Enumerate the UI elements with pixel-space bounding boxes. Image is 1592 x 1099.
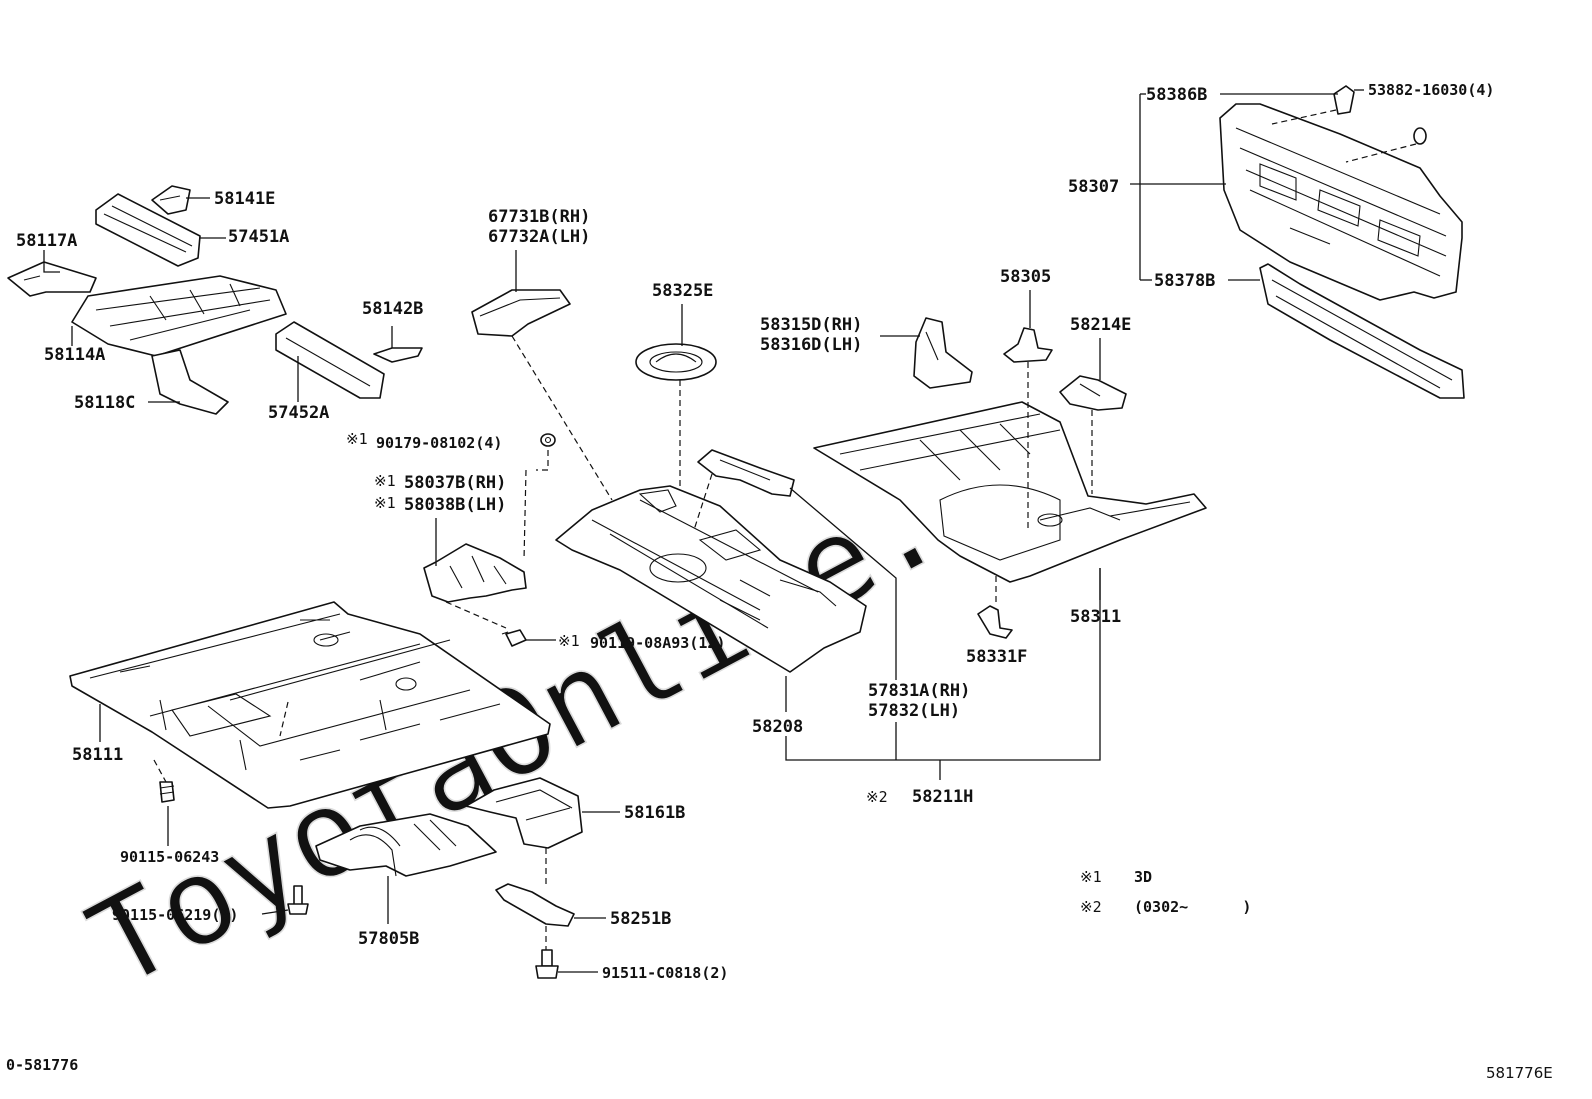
label-58111: 58111 bbox=[72, 745, 123, 765]
bracket-58117a bbox=[7, 261, 97, 297]
legend-text-1: 3D bbox=[1134, 868, 1152, 886]
clip-58386b bbox=[1333, 85, 1355, 115]
panel-58114a bbox=[71, 275, 287, 357]
nut-90179-08102 bbox=[540, 433, 556, 447]
label-57451a: 57451A bbox=[228, 227, 289, 247]
bracket-58118c bbox=[151, 349, 229, 415]
bracket-58315d bbox=[913, 317, 973, 389]
reinforcement-58378b bbox=[1259, 263, 1465, 399]
label-58141e: 58141E bbox=[214, 189, 275, 209]
mark-2-a: ※2 bbox=[866, 788, 888, 806]
label-58114a: 58114A bbox=[44, 345, 105, 365]
label-67732a: 67732A(LH) bbox=[488, 227, 590, 247]
label-58117a: 58117A bbox=[16, 231, 77, 251]
legend-mark-1: ※1 bbox=[1080, 868, 1102, 886]
cover-67731b bbox=[471, 289, 571, 337]
legend-mark-2: ※2 bbox=[1080, 898, 1102, 916]
label-90115-06219: 90115-06219(3) bbox=[112, 906, 238, 924]
label-90119-08a93: 90119-08A93(12) bbox=[590, 634, 725, 652]
rear-floor-58311 bbox=[813, 401, 1207, 583]
bracket-58305 bbox=[1003, 327, 1053, 363]
label-58142b: 58142B bbox=[362, 299, 423, 319]
label-57452a: 57452A bbox=[268, 403, 329, 423]
label-58038b: 58038B(LH) bbox=[404, 495, 506, 515]
label-57832: 57832(LH) bbox=[868, 701, 960, 721]
label-58378b: 58378B bbox=[1154, 271, 1215, 291]
member-57451a bbox=[95, 193, 201, 267]
label-58208: 58208 bbox=[752, 717, 803, 737]
label-58037b: 58037B(RH) bbox=[404, 473, 506, 493]
label-58307: 58307 bbox=[1068, 177, 1119, 197]
label-58211h: 58211H bbox=[912, 787, 973, 807]
mark-1-a: ※1 bbox=[346, 430, 368, 448]
label-58316d: 58316D(LH) bbox=[760, 335, 862, 355]
bracket-58251b bbox=[495, 883, 575, 927]
label-57805b: 57805B bbox=[358, 929, 419, 949]
bracket-58161b bbox=[465, 777, 583, 849]
label-53882-16030: 53882-16030(4) bbox=[1368, 81, 1494, 99]
label-90179-08102: 90179-08102(4) bbox=[376, 434, 502, 452]
label-58118c: 58118C bbox=[74, 393, 135, 413]
brace-57805b bbox=[315, 813, 497, 877]
mark-1-d: ※1 bbox=[558, 632, 580, 650]
label-58161b: 58161B bbox=[624, 803, 685, 823]
bolt-90119-08a93 bbox=[501, 629, 527, 647]
bracket-58141e bbox=[151, 185, 191, 215]
member-57831a bbox=[697, 449, 795, 497]
bracket-58142b bbox=[373, 347, 423, 363]
clip-58331f bbox=[977, 605, 1013, 639]
label-90115-06243: 90115-06243 bbox=[120, 848, 219, 866]
panel-58307 bbox=[1219, 103, 1463, 301]
corner-code-left: 0-581776 bbox=[6, 1056, 78, 1074]
label-58214e: 58214E bbox=[1070, 315, 1131, 335]
label-58305: 58305 bbox=[1000, 267, 1051, 287]
label-58325e: 58325E bbox=[652, 281, 713, 301]
label-58386b: 58386B bbox=[1146, 85, 1207, 105]
legend-text-2: (0302~ ) bbox=[1134, 898, 1251, 916]
label-57831a: 57831A(RH) bbox=[868, 681, 970, 701]
label-58331f: 58331F bbox=[966, 647, 1027, 667]
label-67731b: 67731B(RH) bbox=[488, 207, 590, 227]
mark-1-b: ※1 bbox=[374, 472, 396, 490]
label-58311: 58311 bbox=[1070, 607, 1121, 627]
label-58251b: 58251B bbox=[610, 909, 671, 929]
front-floor-58111 bbox=[69, 601, 551, 809]
member-57452a bbox=[275, 321, 385, 399]
mark-1-c: ※1 bbox=[374, 494, 396, 512]
bolt-90115-06243 bbox=[159, 781, 175, 803]
bolt-91511-c0818 bbox=[535, 949, 559, 979]
grommet-53882 bbox=[1413, 127, 1427, 145]
member-58037b bbox=[423, 543, 527, 603]
center-floor-58208 bbox=[555, 485, 867, 673]
label-91511-c0818: 91511-C0818(2) bbox=[602, 964, 728, 982]
plug-58325e bbox=[635, 343, 717, 381]
corner-code-right: 581776E bbox=[1486, 1064, 1553, 1082]
label-58315d: 58315D(RH) bbox=[760, 315, 862, 335]
bracket-58214e bbox=[1059, 375, 1127, 411]
legend: ※1 3D ※2 (0302~ ) bbox=[1080, 868, 1251, 916]
bolt-90115-06219 bbox=[287, 885, 309, 915]
